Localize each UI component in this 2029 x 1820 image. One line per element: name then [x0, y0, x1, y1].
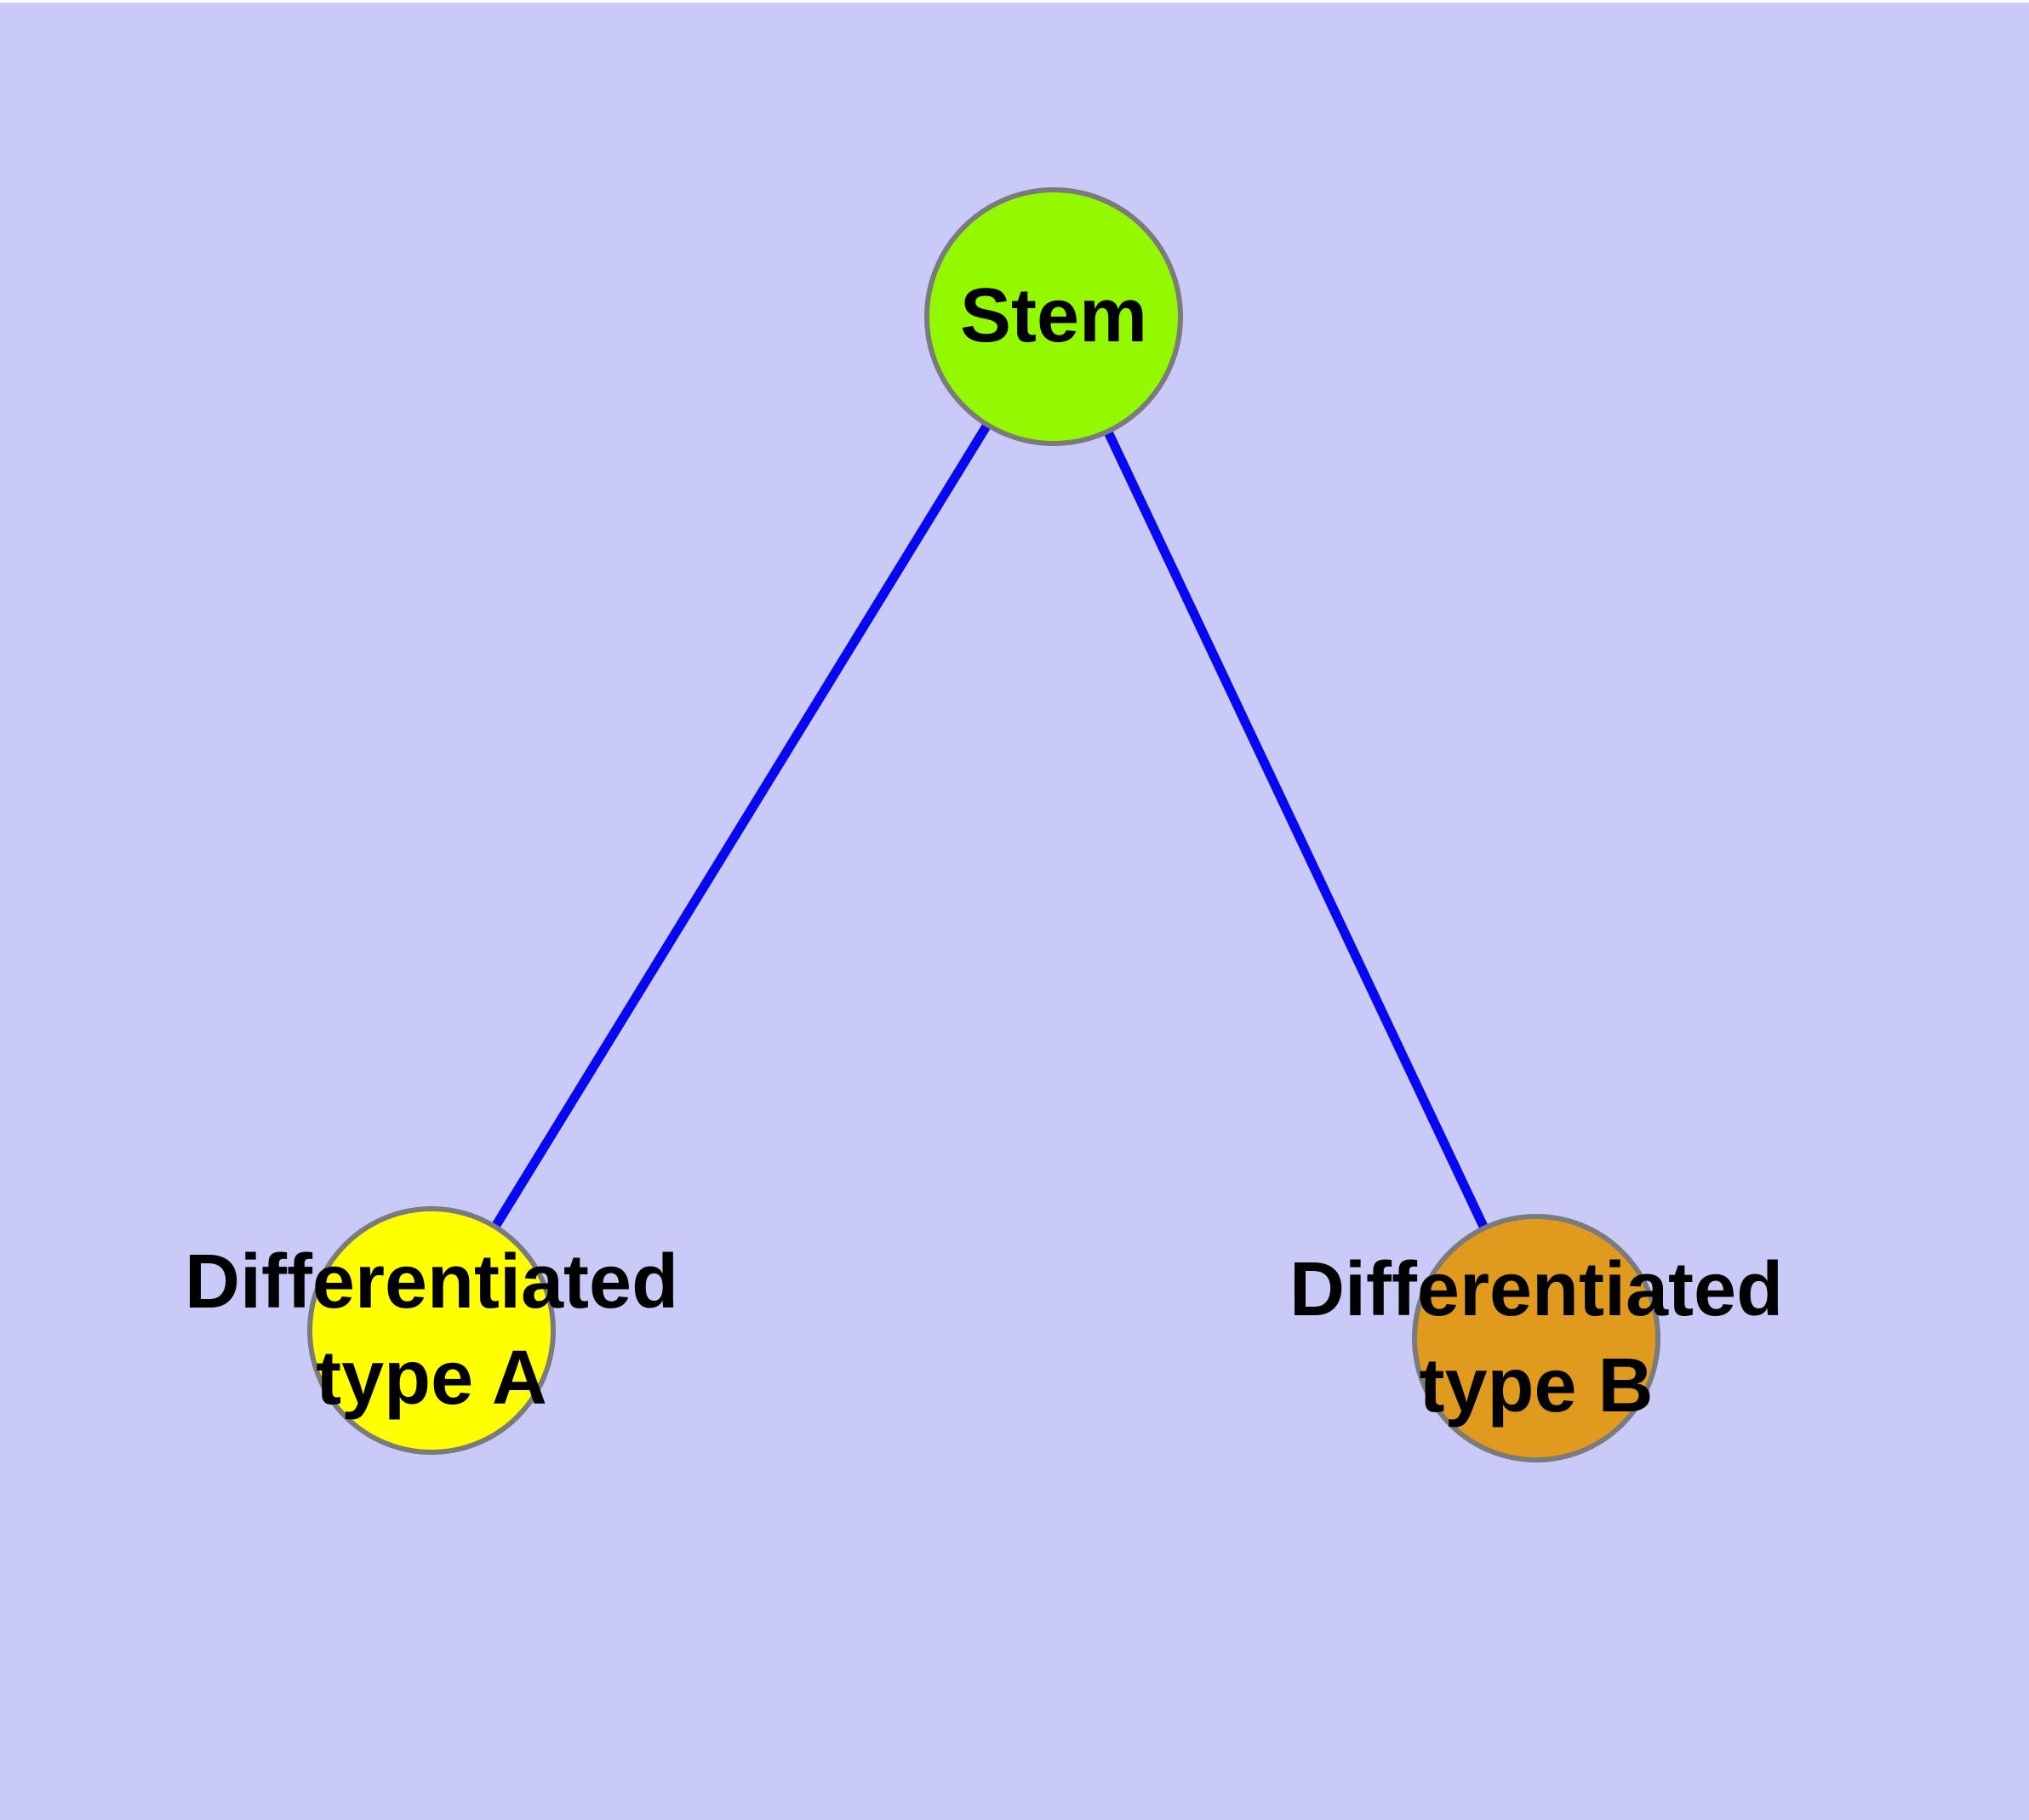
top-edge-strip [0, 0, 2029, 3]
node-differentiated-type-b-label: Differentiated type B [1289, 1246, 1784, 1428]
edge-stem-to-type-b [1049, 314, 1540, 1341]
node-differentiated-type-b: Differentiated type B [1289, 1214, 1783, 1462]
node-differentiated-type-a: Differentiated type A [185, 1206, 678, 1455]
edge-stem-to-type-a [427, 314, 1058, 1333]
node-stem: Stem [924, 187, 1183, 446]
node-stem-label: Stem [959, 273, 1148, 359]
node-differentiated-type-a-label: Differentiated type A [184, 1239, 679, 1421]
